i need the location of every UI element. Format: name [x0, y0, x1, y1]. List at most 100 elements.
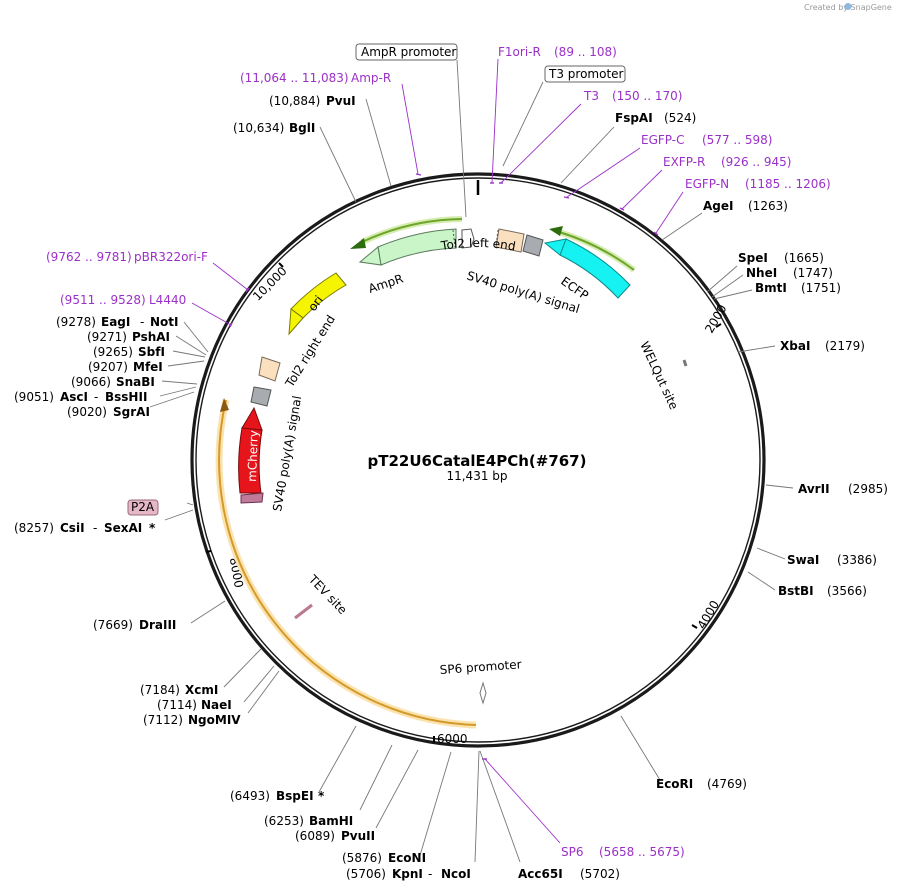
mcherry-orf-arc: [218, 399, 477, 726]
site-bmti-name[interactable]: BmtI: [755, 281, 787, 295]
site-bstbi-name[interactable]: BstBI: [778, 584, 814, 598]
sv40-polya-label-b: SV40 poly(A) signal: [270, 395, 304, 513]
site-draiii-pos: (7669): [93, 618, 133, 632]
site-pshai-name[interactable]: PshAI: [132, 330, 170, 344]
site-bgli-pos: (10,634): [233, 121, 284, 135]
site-ncoi-name[interactable]: NcoI: [441, 867, 471, 881]
site-fspai-name[interactable]: FspAI: [615, 111, 653, 125]
mcherry-label: mCherry: [245, 430, 261, 482]
ampr-feature-arrowhead[interactable]: [358, 246, 382, 266]
primer-pbr322-range: (9762 .. 9781): [46, 250, 132, 264]
primer-egfp-c-name: EGFP-C: [641, 133, 684, 147]
tick-2000: [715, 323, 722, 328]
site-pvuii-pos: (6089): [295, 829, 335, 843]
site-draiii-name[interactable]: DraIII: [139, 618, 176, 632]
site-eagi-name[interactable]: EagI: [101, 315, 130, 329]
tol2-left-label: Tol2 left end: [439, 236, 517, 253]
p2a-label: P2A: [131, 500, 155, 514]
site-sexai-star: *: [149, 521, 156, 535]
site-mfei-name[interactable]: MfeI: [133, 360, 163, 374]
site-kpni-dash: -: [428, 867, 432, 881]
site-bamhi-pos: (6253): [264, 814, 304, 828]
tol2-fragment-box[interactable]: [495, 228, 525, 253]
site-ecori-name[interactable]: EcoRI: [656, 777, 693, 791]
site-snabi-name[interactable]: SnaBI: [116, 375, 155, 389]
site-avrii-name[interactable]: AvrII: [798, 482, 830, 496]
site-sexai-name[interactable]: SexAI: [104, 521, 142, 535]
ampr-promoter-box[interactable]: [355, 43, 458, 61]
ori-feature-arrowhead[interactable]: [288, 308, 304, 336]
tick-8000: [205, 550, 212, 553]
site-noti-name[interactable]: NotI: [150, 315, 179, 329]
site-mfei-pos: (9207): [88, 360, 128, 374]
tol2-right-box[interactable]: [258, 356, 281, 382]
t3-promoter-box[interactable]: [544, 65, 626, 83]
site-fspai-pos: (524): [664, 111, 696, 125]
site-bspei-star: *: [318, 789, 325, 803]
ampr-label: AmpR: [367, 271, 405, 295]
site-pvui-name[interactable]: PvuI: [326, 94, 356, 108]
primer-egfp-n-name: EGFP-N: [685, 177, 729, 191]
site-asci-pos: (9051): [14, 390, 54, 404]
sv40-polya-box-b[interactable]: [250, 386, 272, 407]
site-agei-name[interactable]: AgeI: [703, 199, 733, 213]
site-naei-name[interactable]: NaeI: [201, 698, 232, 712]
site-pvuii-name[interactable]: PvuII: [341, 829, 375, 843]
site-bamhi-name[interactable]: BamHI: [309, 814, 353, 828]
mcherry-feature-arrowhead[interactable]: [241, 406, 263, 431]
tev-site-marker: [294, 603, 313, 620]
site-asci-dash: -: [94, 390, 98, 404]
ecfp-direction-arc: [558, 231, 635, 271]
primer-leaders: [191, 58, 684, 844]
ori-feature-body[interactable]: [290, 272, 347, 319]
site-ecori-pos: (4769): [707, 777, 747, 791]
p2a-box[interactable]: [127, 499, 159, 516]
site-ngomiv-pos: (7112): [143, 713, 183, 727]
primer-t3-name: T3: [583, 89, 599, 103]
tol2-left-feature[interactable]: [461, 228, 475, 249]
site-bgli-name[interactable]: BglI: [289, 121, 315, 135]
site-avrii-pos: (2985): [848, 482, 888, 496]
p2a-feature-box[interactable]: [240, 492, 264, 504]
site-xbai-name[interactable]: XbaI: [780, 339, 810, 353]
site-swai-name[interactable]: SwaI: [787, 553, 819, 567]
ecfp-feature-arrowhead[interactable]: [543, 238, 567, 256]
plasmid-name: pT22U6CatalE4PCh(#767): [368, 452, 587, 470]
site-bspei-pos: (6493): [230, 789, 270, 803]
primer-exfp-r-range: (926 .. 945): [721, 155, 791, 169]
site-nhei-name[interactable]: NheI: [746, 266, 777, 280]
site-ngomiv-name[interactable]: NgoMIV: [188, 713, 241, 727]
site-csii-dash: -: [93, 521, 97, 535]
site-sgrai-pos: (9020): [67, 405, 107, 419]
site-asci-name[interactable]: AscI: [60, 390, 88, 404]
site-sbfi-name[interactable]: SbfI: [138, 345, 165, 359]
primer-amp-r-range: (11,064 .. 11,083): [240, 71, 349, 85]
primer-egfp-c-range: (577 .. 598): [702, 133, 772, 147]
ecfp-direction-arrowhead: [549, 226, 563, 236]
site-xbai-pos: (2179): [825, 339, 865, 353]
site-eagi-dash: -: [140, 315, 144, 329]
primer-l4440-range: (9511 .. 9528): [60, 293, 146, 307]
primer-f1ori-r-name: F1ori-R: [498, 45, 541, 59]
site-xcmi-name[interactable]: XcmI: [185, 683, 218, 697]
site-bsshii-name[interactable]: BssHII: [105, 390, 147, 404]
welqut-label: WELQut site: [637, 339, 681, 411]
site-acc65i-name[interactable]: Acc65I: [518, 867, 563, 881]
site-bmti-pos: (1751): [801, 281, 841, 295]
site-csii-name[interactable]: CsiI: [60, 521, 85, 535]
sv40-polya-box-a[interactable]: [522, 234, 544, 257]
site-bspei-name[interactable]: BspEI: [276, 789, 314, 803]
sp6-promoter-marker: [479, 681, 487, 705]
site-econi-name[interactable]: EcoNI: [388, 851, 426, 865]
site-pshai-pos: (9271): [87, 330, 127, 344]
mcherry-orf-arrowhead: [220, 398, 229, 412]
site-csii-pos: (8257): [14, 521, 54, 535]
site-kpni-name[interactable]: KpnI: [392, 867, 423, 881]
site-sgrai-name[interactable]: SgrAI: [113, 405, 150, 419]
tev-label: TEV site: [305, 572, 350, 617]
site-eagi-pos: (9278): [56, 315, 96, 329]
primer-t3-range: (150 .. 170): [612, 89, 682, 103]
site-swai-pos: (3386): [837, 553, 877, 567]
site-spei-name[interactable]: SpeI: [738, 251, 768, 265]
